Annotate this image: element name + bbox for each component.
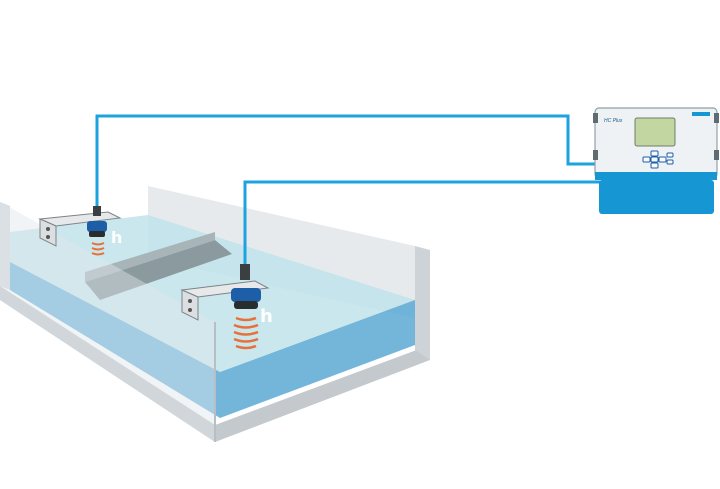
ultrasonic-sensor-2: h (180, 264, 273, 350)
cable-sensor-1 (95, 114, 600, 208)
channel-left-wall (0, 202, 10, 290)
bracket-plate-2 (181, 289, 199, 321)
channel-right-wall (415, 246, 430, 360)
bracket-plate-1 (39, 218, 57, 247)
key-left (642, 156, 651, 163)
sensor-2-height-label: h (260, 306, 273, 327)
sensor-2-ring (231, 288, 261, 302)
sensor-1-height-label: h (111, 228, 122, 247)
weir-top (85, 232, 215, 282)
key-menu (666, 152, 674, 158)
sensor-2-face (234, 301, 258, 309)
signal-cables (95, 114, 600, 265)
brand-strip (692, 112, 710, 116)
key-up (650, 150, 659, 157)
weir-structure (85, 240, 232, 300)
controller-band (595, 172, 717, 180)
sensor-2-neck (240, 264, 250, 280)
sensor-1-ring (87, 221, 107, 232)
water-body (10, 262, 415, 418)
sound-wave-icon (233, 316, 259, 350)
level-controller: HC Plus (593, 107, 719, 214)
controller-display (634, 117, 676, 147)
sensor-1-face (89, 231, 105, 237)
key-right (658, 156, 667, 163)
sensor-1-neck (93, 206, 101, 216)
controller-model-text: HC Plus (604, 118, 623, 124)
sound-wave-icon (91, 242, 105, 256)
key-esc (666, 159, 674, 165)
ultrasonic-sensor-1: h (38, 206, 122, 256)
open-channel (0, 186, 430, 442)
channel-front-wall (0, 202, 215, 442)
controller-base (599, 180, 714, 214)
key-down (650, 162, 659, 169)
cable-sensor-2 (243, 180, 600, 265)
keypad (642, 150, 674, 169)
key-enter (650, 156, 659, 163)
